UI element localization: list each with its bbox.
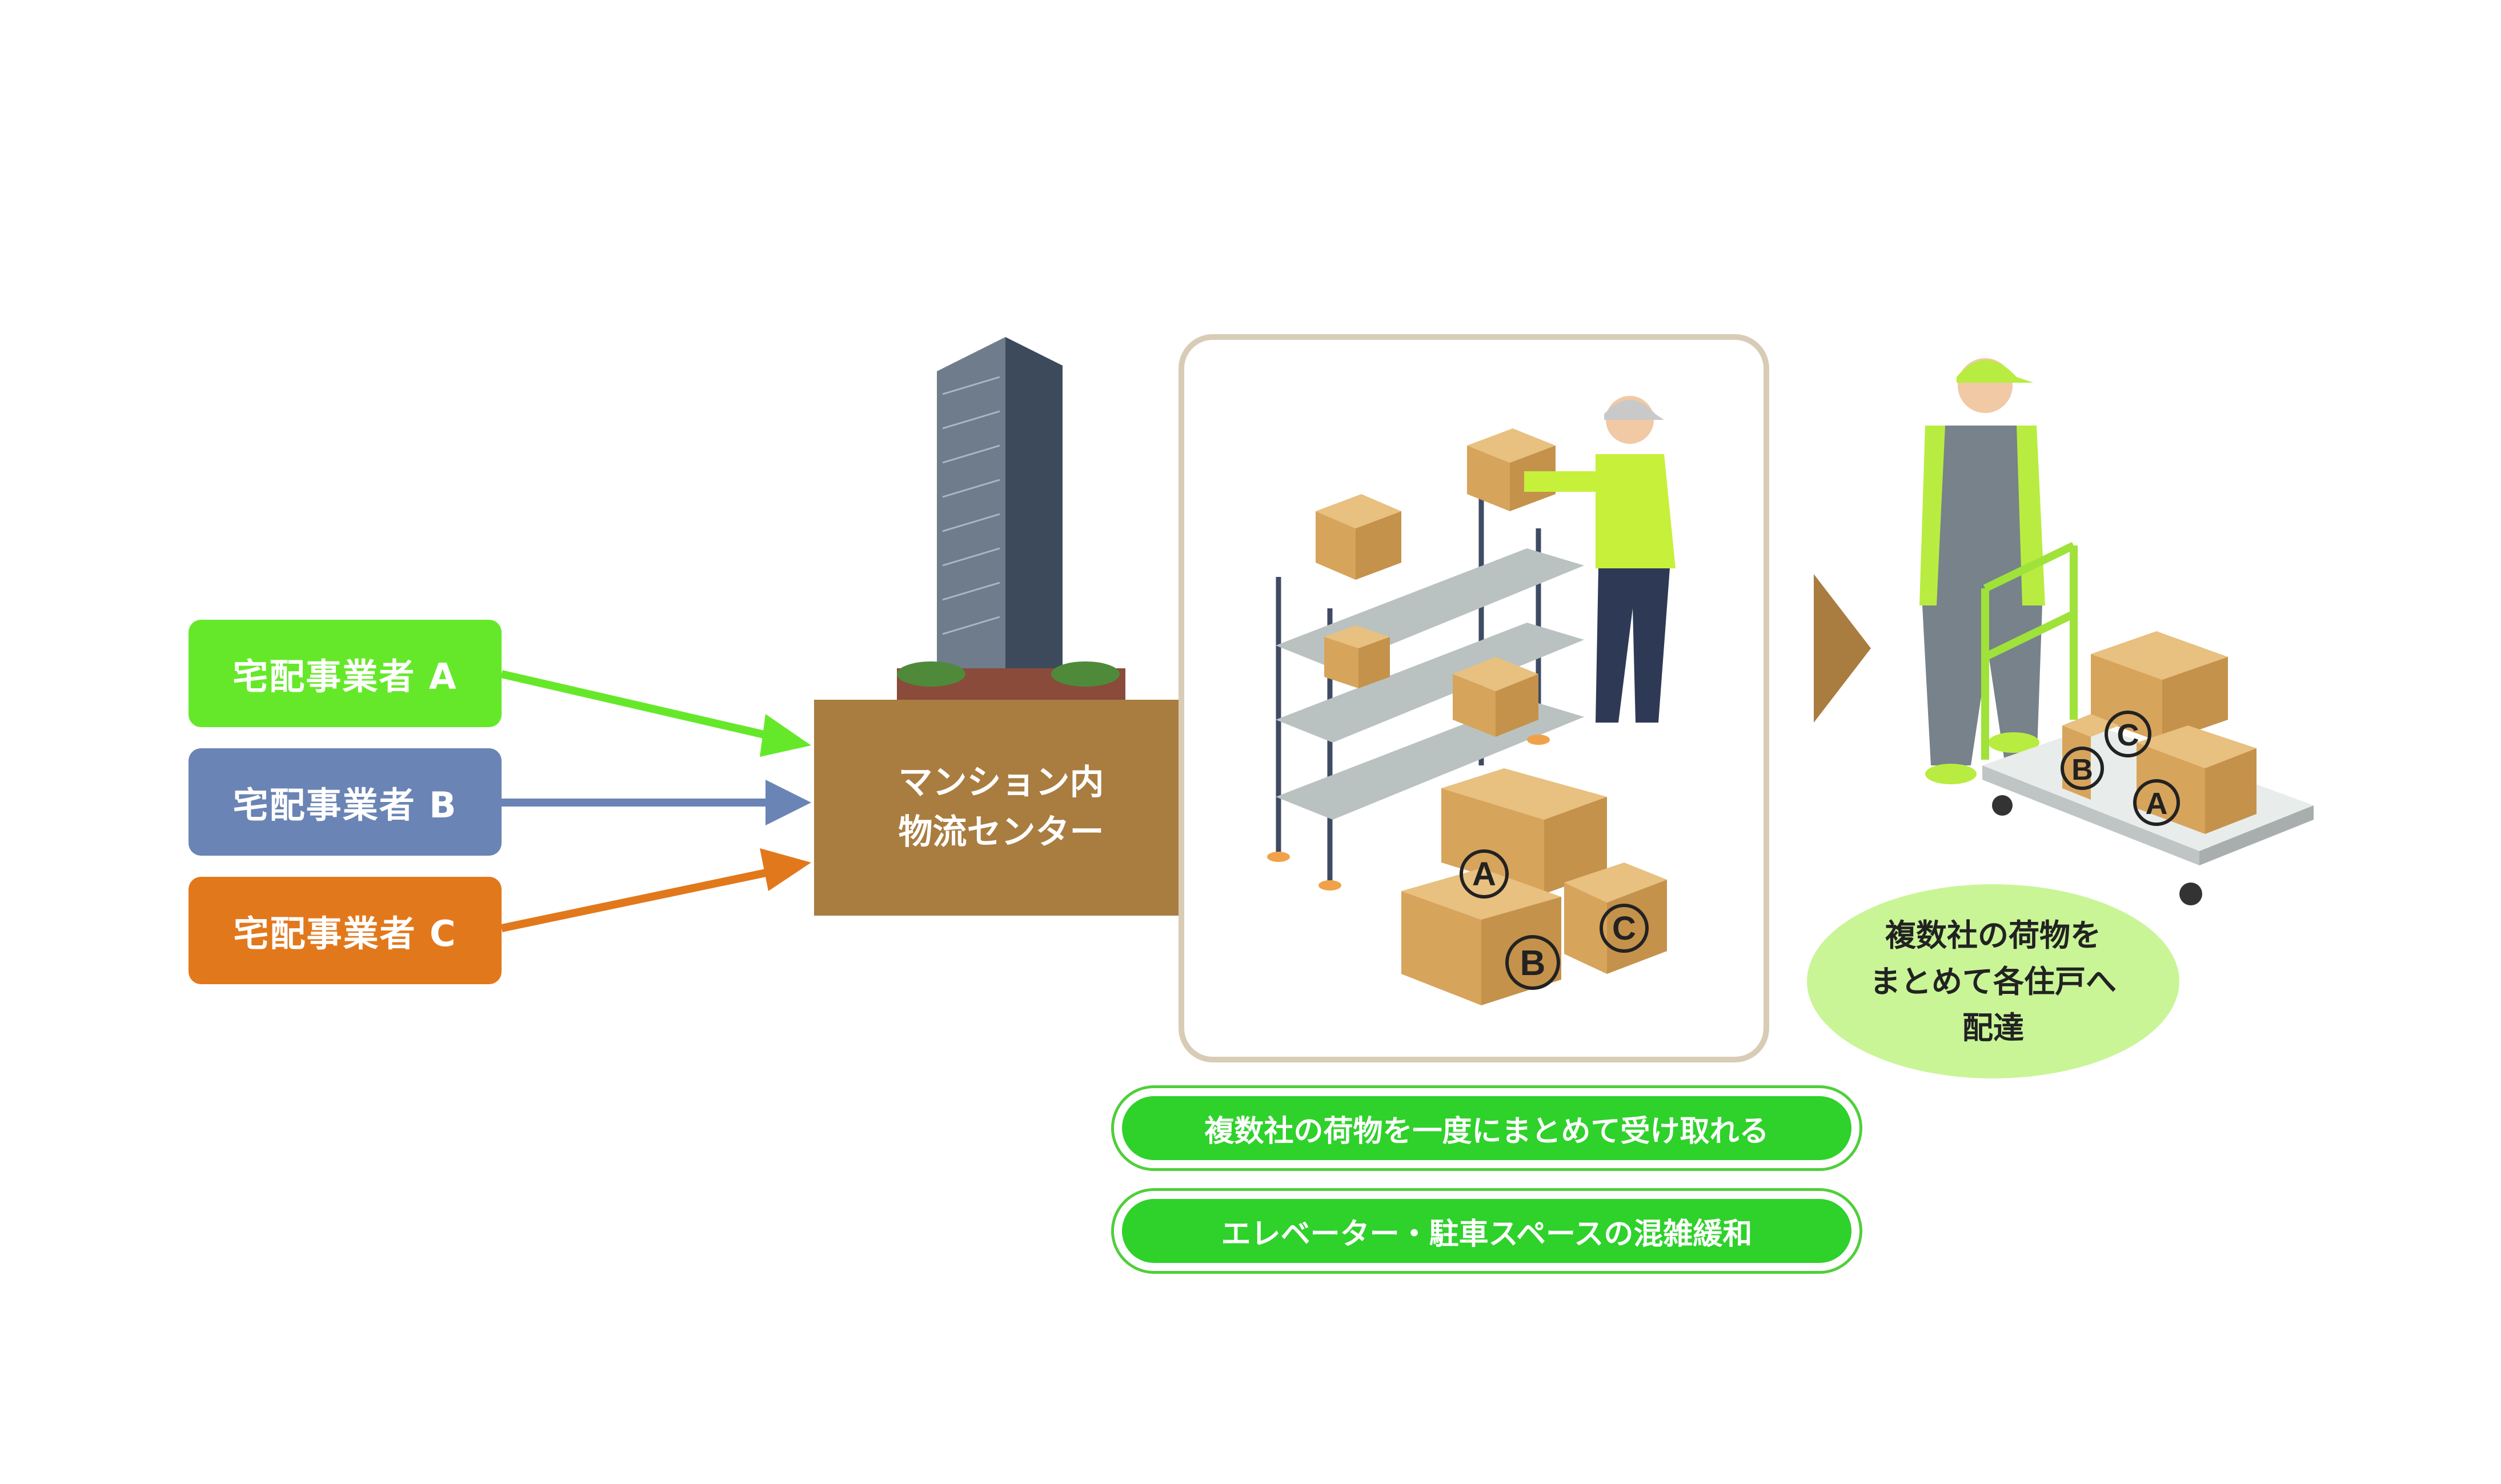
box-label-c: C [1612,910,1636,947]
delivery-note-line3: 配達 [1962,1009,2024,1046]
warehouse-panel: A B C [1179,334,1769,1062]
delivery-worker-illustration: C B A [1919,358,2314,905]
carrier-a-box: 宅配事業者 A [189,620,502,727]
arrow-c [500,848,811,932]
benefit-pill-1: 複数社の荷物を一度にまとめて受け取れる [1111,1085,1862,1171]
box-label-a: A [1472,856,1496,893]
benefit-pill-1-inner: 複数社の荷物を一度にまとめて受け取れる [1122,1096,1851,1160]
carrier-a-label: 宅配事業者 A [233,656,458,697]
logistics-center-box: マンション内 物流センター [814,700,1188,916]
delivery-note-line1: 複数社の荷物を [1885,917,2101,953]
carrier-c-label: 宅配事業者 C [233,913,457,954]
cart-box-label-b: B [2071,753,2093,787]
box-label-b: B [1520,944,1546,983]
arrow-a [500,670,811,757]
delivery-note-line2: まとめて各住戸へ [1870,963,2117,1000]
chevron-right-icon [1814,574,1871,723]
arrow-b [502,780,811,825]
benefit-pill-2: エレベーター・駐車スペースの混雑緩和 [1111,1188,1862,1274]
delivery-note: 複数社の荷物を まとめて各住戸へ 配達 [1807,884,2179,1078]
building-illustration [897,337,1125,703]
warehouse-illustration: A B C [1267,396,1676,1005]
cart-box-label-a: A [2146,787,2168,821]
carrier-b-label: 宅配事業者 B [233,784,458,826]
benefit-pill-2-inner: エレベーター・駐車スペースの混雑緩和 [1122,1199,1851,1263]
warehouse-worker [1524,396,1676,723]
benefit-2-label: エレベーター・駐車スペースの混雑緩和 [1221,1217,1753,1252]
center-label-line2: 物流センター [898,812,1104,852]
carrier-b-box: 宅配事業者 B [189,748,502,856]
cart-box-label-c: C [2117,718,2139,752]
benefit-1-label: 複数社の荷物を一度にまとめて受け取れる [1204,1114,1769,1149]
shelf-boxes [1316,428,1556,737]
carrier-c-box: 宅配事業者 C [189,877,502,984]
floor-boxes: A B C [1401,768,1667,1005]
center-label-line1: マンション内 [898,763,1104,803]
